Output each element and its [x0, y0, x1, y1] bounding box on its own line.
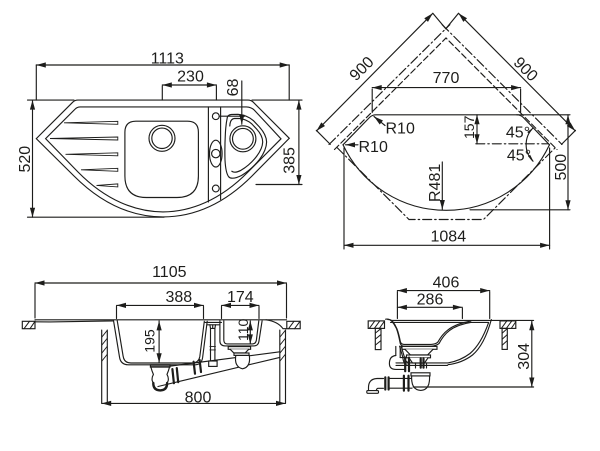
svg-text:195: 195: [142, 329, 158, 353]
svg-text:45°: 45°: [507, 147, 531, 164]
svg-text:385: 385: [282, 147, 299, 174]
svg-text:68: 68: [225, 79, 242, 97]
svg-text:R481: R481: [427, 164, 444, 202]
svg-text:1105: 1105: [152, 264, 187, 281]
svg-text:406: 406: [433, 274, 460, 291]
svg-text:770: 770: [433, 70, 460, 87]
svg-text:R10: R10: [386, 120, 415, 137]
svg-text:1084: 1084: [431, 229, 467, 246]
svg-text:388: 388: [165, 289, 192, 306]
svg-text:900: 900: [510, 54, 541, 85]
svg-text:1113: 1113: [151, 51, 184, 68]
svg-text:520: 520: [17, 146, 34, 173]
svg-text:157: 157: [461, 115, 477, 139]
svg-text:110: 110: [235, 318, 251, 341]
svg-text:174: 174: [227, 289, 254, 306]
svg-text:900: 900: [347, 54, 378, 85]
svg-text:500: 500: [553, 154, 570, 181]
svg-text:R10: R10: [359, 139, 388, 156]
svg-text:304: 304: [516, 343, 533, 370]
svg-text:800: 800: [185, 389, 212, 406]
svg-text:45°: 45°: [506, 124, 530, 141]
svg-text:230: 230: [177, 68, 204, 85]
svg-text:286: 286: [417, 292, 444, 309]
